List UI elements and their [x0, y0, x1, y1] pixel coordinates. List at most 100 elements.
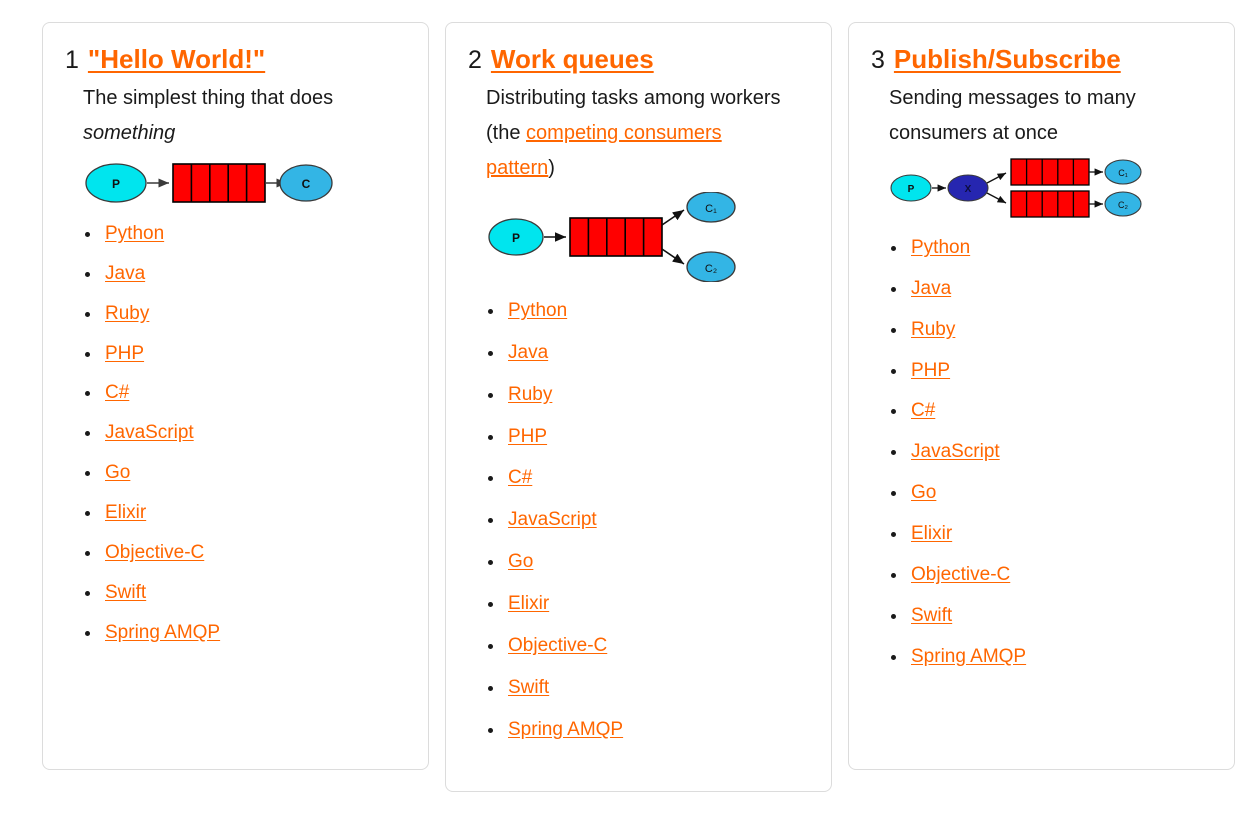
list-item: Python	[83, 222, 408, 245]
list-item: Spring AMQP	[889, 645, 1214, 668]
card-header: 3 Publish/Subscribe	[871, 44, 1214, 75]
consumer-node-1	[1104, 159, 1142, 185]
tutorial-card-grid: 1 "Hello World!" The simplest thing that…	[42, 22, 1235, 792]
list-item: PHP	[83, 342, 408, 365]
card-title-link[interactable]: "Hello World!"	[87, 44, 266, 74]
arrow-queue-consumer-2	[661, 248, 685, 265]
queue-node	[569, 217, 663, 257]
language-link-elixir[interactable]: Elixir	[508, 593, 550, 615]
work-queues-diagram-svg: P C₁ C₂	[488, 191, 736, 283]
list-item: Objective-C	[486, 635, 811, 657]
language-link-elixir[interactable]: Elixir	[911, 523, 953, 545]
card-number: 1	[65, 46, 79, 74]
language-link-python[interactable]: Python	[105, 222, 165, 244]
card-description: The simplest thing that does something	[83, 81, 383, 151]
language-link-java[interactable]: Java	[105, 262, 146, 284]
list-item: Elixir	[83, 502, 408, 524]
language-link-csharp[interactable]: C#	[508, 467, 533, 489]
language-list: Python Java Ruby PHP C# JavaScript Go El…	[889, 236, 1214, 668]
language-link-go[interactable]: Go	[105, 462, 131, 484]
card-description: Distributing tasks among workers (the co…	[486, 81, 786, 186]
list-item: Java	[889, 277, 1214, 300]
list-item: Spring AMQP	[486, 718, 811, 741]
list-item: JavaScript	[83, 422, 408, 444]
list-item: Java	[486, 341, 811, 364]
language-link-php[interactable]: PHP	[911, 359, 951, 381]
language-link-swift[interactable]: Swift	[105, 581, 147, 603]
language-link-swift[interactable]: Swift	[911, 604, 953, 626]
list-item: Python	[486, 299, 811, 322]
card-title-link[interactable]: Work queues	[490, 44, 654, 74]
list-item: C#	[83, 383, 408, 404]
list-item: Swift	[486, 676, 811, 699]
card-description: Sending messages to many consumers at on…	[889, 86, 1136, 144]
language-link-php[interactable]: PHP	[105, 342, 145, 364]
consumer-label: C	[302, 177, 311, 191]
list-item: Elixir	[889, 523, 1214, 545]
arrow-exchange-queue-1	[986, 172, 1007, 184]
language-list: Python Java Ruby PHP C# JavaScript Go El…	[486, 299, 811, 741]
language-link-spring-amqp[interactable]: Spring AMQP	[911, 645, 1027, 667]
hello-world-diagram: P C	[83, 157, 408, 214]
list-item: JavaScript	[889, 441, 1214, 463]
list-item: PHP	[486, 425, 811, 448]
language-link-javascript[interactable]: JavaScript	[105, 422, 194, 444]
list-item: JavaScript	[486, 509, 811, 531]
consumer-label-1: C₁	[705, 203, 717, 215]
producer-node	[890, 174, 932, 202]
exchange-label: X	[965, 184, 972, 195]
language-link-java[interactable]: Java	[911, 277, 952, 299]
queue-node-1	[1010, 158, 1090, 186]
work-queues-diagram: P C₁ C₂	[486, 191, 811, 287]
list-item: Go	[83, 462, 408, 484]
language-link-javascript[interactable]: JavaScript	[911, 441, 1000, 463]
language-link-csharp[interactable]: C#	[911, 400, 936, 422]
language-link-javascript[interactable]: JavaScript	[508, 509, 597, 531]
card-body: Sending messages to many consumers at on…	[871, 81, 1214, 668]
card-header: 2 Work queues	[468, 44, 811, 75]
list-item: Ruby	[83, 302, 408, 325]
producer-label: P	[908, 184, 915, 195]
list-item: Swift	[889, 604, 1214, 627]
queue-node-2	[1010, 190, 1090, 218]
language-link-elixir[interactable]: Elixir	[105, 502, 147, 524]
list-item: Go	[889, 482, 1214, 504]
list-item: Ruby	[486, 383, 811, 406]
producer-label: P	[512, 231, 520, 245]
language-link-csharp[interactable]: C#	[105, 382, 130, 404]
tutorial-card-work-queues: 2 Work queues Distributing tasks among w…	[445, 22, 832, 792]
publish-subscribe-diagram: P X	[889, 157, 1214, 224]
language-link-python[interactable]: Python	[508, 299, 568, 321]
card-title-link[interactable]: Publish/Subscribe	[893, 44, 1121, 74]
arrow-queue-consumer-1	[661, 209, 685, 226]
language-link-objective-c[interactable]: Objective-C	[105, 542, 205, 564]
language-link-python[interactable]: Python	[911, 236, 971, 258]
language-link-objective-c[interactable]: Objective-C	[508, 635, 608, 657]
consumer-label-2: C₂	[705, 263, 717, 275]
language-link-spring-amqp[interactable]: Spring AMQP	[508, 718, 624, 740]
list-item: PHP	[889, 359, 1214, 382]
list-item: C#	[889, 401, 1214, 422]
card-body: The simplest thing that does something P	[65, 81, 408, 644]
list-item: Python	[889, 236, 1214, 259]
producer-node	[488, 218, 544, 256]
language-link-spring-amqp[interactable]: Spring AMQP	[105, 621, 221, 643]
language-link-swift[interactable]: Swift	[508, 676, 550, 698]
card-number: 2	[468, 46, 482, 74]
tutorial-card-publish-subscribe: 3 Publish/Subscribe Sending messages to …	[848, 22, 1235, 770]
language-link-ruby[interactable]: Ruby	[911, 318, 956, 340]
language-link-php[interactable]: PHP	[508, 425, 548, 447]
list-item: Ruby	[889, 318, 1214, 341]
language-link-java[interactable]: Java	[508, 341, 549, 363]
description-text: Distributing tasks among workers (the	[486, 86, 781, 144]
language-link-objective-c[interactable]: Objective-C	[911, 564, 1011, 586]
producer-label: P	[112, 177, 120, 191]
description-tail: )	[548, 156, 555, 179]
language-link-go[interactable]: Go	[911, 482, 937, 504]
competing-consumers-link[interactable]: competing consumers pattern	[486, 121, 722, 179]
language-link-ruby[interactable]: Ruby	[508, 383, 553, 405]
language-link-go[interactable]: Go	[508, 551, 534, 573]
language-link-ruby[interactable]: Ruby	[105, 302, 150, 324]
consumer-label-2: C₂	[1118, 200, 1128, 210]
list-item: Swift	[83, 581, 408, 604]
